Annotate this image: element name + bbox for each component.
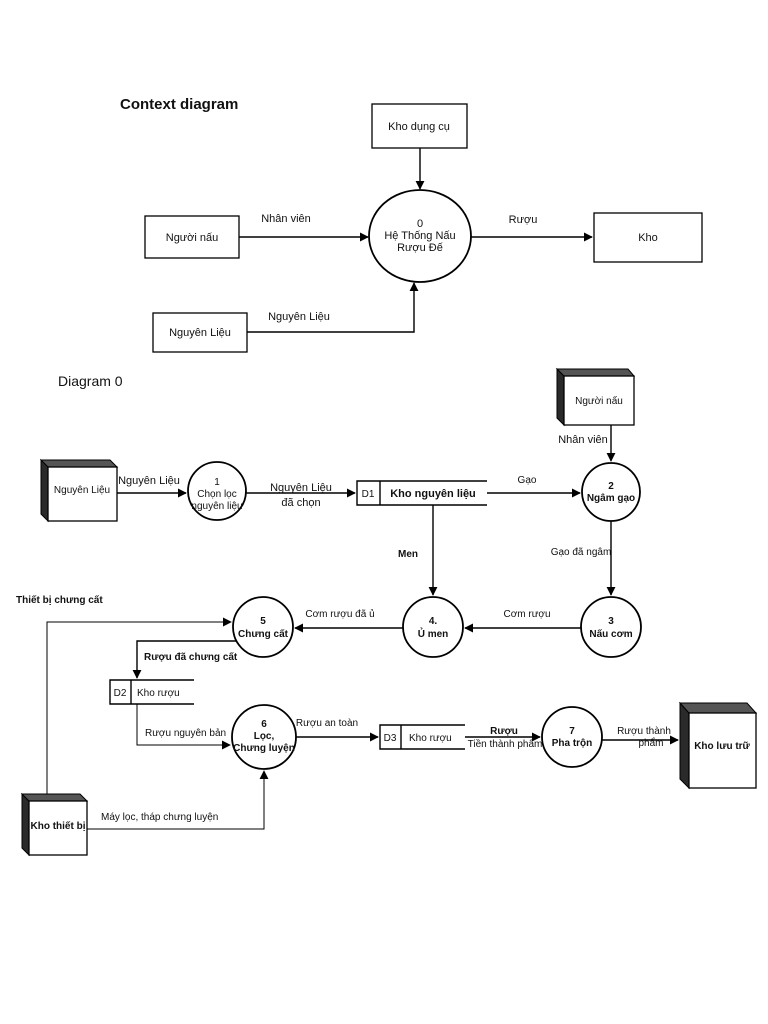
- svg-text:Người nấu: Người nấu: [575, 395, 623, 407]
- svg-text:Kho rượu: Kho rượu: [137, 688, 180, 699]
- entity-nguyen-lieu: Nguyên Liệu: [39, 458, 119, 523]
- flow-d0-thiet-bi-chung-cat-arrow: [46, 617, 232, 794]
- svg-text:Kho rượu: Kho rượu: [409, 733, 452, 744]
- flow-d0-com-ruou-label: Cơm rượu: [503, 609, 550, 620]
- process-5-chung-cat: 5 Chưng cất: [232, 596, 294, 658]
- flow-d0-ruou-da-chung-cat-label: Rượu đã chưng cất: [144, 651, 238, 663]
- svg-text:nguyên liệu: nguyên liệu: [191, 501, 242, 512]
- process-2-ngam-gao: 2 Ngâm gạo: [581, 462, 641, 522]
- svg-text:Chưng cất: Chưng cất: [238, 628, 289, 640]
- svg-text:Kho dụng cụ: Kho dụng cụ: [388, 121, 450, 133]
- svg-text:2: 2: [608, 481, 614, 492]
- svg-text:Ngâm gạo: Ngâm gạo: [587, 493, 635, 504]
- entity-kho-thiet-bi: Kho thiết bị: [20, 792, 89, 857]
- flow-nhan-vien-label: Nhân viên: [261, 213, 311, 225]
- flow-d0-ruou-tien-thanh-pham-label-2: Tiền thành phẩm: [468, 738, 543, 750]
- svg-text:3: 3: [608, 616, 614, 627]
- flow-d0-nguyen-lieu-da-chon-label-1: Nguyên Liệu: [270, 482, 332, 494]
- flow-d0-gao-da-ngam-label: Gạo đã ngâm: [551, 547, 612, 558]
- store-d3-kho-ruou: D3 Kho rượu: [379, 724, 465, 750]
- flow-d0-gao-label: Gạo: [518, 475, 537, 486]
- svg-text:Nguyên Liệu: Nguyên Liệu: [169, 327, 231, 339]
- svg-text:Người nấu: Người nấu: [166, 232, 219, 244]
- context-entity-nguoi-nau: Người nấu: [144, 215, 240, 259]
- context-entity-nguyen-lieu: Nguyên Liệu: [152, 312, 248, 353]
- flow-d0-ruou-thanh-pham-label-1: Rượu thành: [617, 726, 671, 737]
- svg-text:Kho lưu trữ: Kho lưu trữ: [694, 741, 750, 752]
- entity-kho-luu-tru: Kho lưu trữ: [678, 701, 758, 790]
- svg-text:D1: D1: [362, 489, 375, 500]
- flow-d0-ruou-nguyen-ban-arrow: [136, 704, 231, 750]
- svg-text:Pha trộn: Pha trộn: [552, 738, 593, 749]
- flow-nguyen-lieu-arrow: [247, 282, 419, 333]
- process-4-u-men: 4. Ủ men: [402, 596, 464, 658]
- context-entity-kho: Kho: [593, 212, 703, 263]
- svg-text:Ủ men: Ủ men: [418, 627, 449, 640]
- svg-text:Lọc,: Lọc,: [254, 731, 275, 742]
- svg-text:1: 1: [214, 477, 220, 488]
- flow-d0-nguyen-lieu-label: Nguyên Liệu: [118, 475, 180, 487]
- flow-ruou-label: Rượu: [509, 214, 538, 226]
- context-title: Context diagram: [120, 96, 238, 113]
- svg-text:D2: D2: [114, 688, 127, 699]
- svg-text:Kho: Kho: [638, 232, 658, 244]
- process-7-pha-tron: 7 Pha trộn: [541, 706, 603, 768]
- svg-text:Rượu Đế: Rượu Đế: [397, 242, 443, 254]
- flow-d0-ruou-an-toan-label: Rượu an toàn: [296, 718, 358, 729]
- store-d2-kho-ruou: D2 Kho rượu: [109, 679, 194, 705]
- svg-text:Chưng luyện: Chưng luyện: [233, 743, 295, 754]
- svg-text:Nguyên Liệu: Nguyên Liệu: [54, 485, 110, 496]
- flow-d0-ruou-tien-thanh-pham-label-1: Rượu: [490, 726, 518, 737]
- svg-text:7: 7: [569, 726, 575, 737]
- svg-text:0: 0: [417, 218, 423, 230]
- flow-d0-ruou-nguyen-ban-label: Rượu nguyên bản: [145, 728, 226, 739]
- flow-d0-nhan-vien-label: Nhân viên: [558, 434, 608, 446]
- process-1-chon-loc: 1 Chọn lọc nguyên liệu: [187, 461, 247, 521]
- context-entity-kho-dung-cu: Kho dụng cụ: [371, 103, 468, 149]
- flow-d0-may-loc-arrow: [87, 770, 269, 830]
- process-3-nau-com: 3 Nấu cơm: [580, 596, 642, 658]
- flow-d0-ruou-da-chung-cat-arrow: [132, 640, 236, 679]
- diagram0-title: Diagram 0: [58, 373, 123, 389]
- flow-d0-com-ruou-da-u-label: Cơm rượu đã ủ: [305, 608, 374, 620]
- flow-d0-nguyen-lieu-da-chon-label-2: đã chọn: [281, 497, 320, 509]
- svg-text:4.: 4.: [429, 616, 438, 627]
- svg-text:Kho thiết bị: Kho thiết bị: [31, 820, 86, 832]
- flow-d0-thiet-bi-chung-cat-label: Thiết bị chưng cất: [16, 594, 103, 606]
- svg-text:D3: D3: [384, 733, 397, 744]
- svg-text:Kho nguyên liệu: Kho nguyên liệu: [390, 488, 476, 500]
- svg-text:5: 5: [260, 616, 266, 627]
- flow-d0-may-loc-label: Máy lọc, tháp chưng luyện: [101, 812, 218, 823]
- svg-text:Nấu cơm: Nấu cơm: [589, 628, 632, 640]
- flow-d0-men-label: Men: [398, 549, 418, 560]
- process-6-loc-chung-luyen: 6 Lọc, Chưng luyện: [231, 704, 297, 770]
- context-process-he-thong: 0 Hệ Thống Nấu Rượu Đế: [368, 189, 472, 283]
- flow-nguyen-lieu-label: Nguyên Liệu: [268, 311, 330, 323]
- svg-text:6: 6: [261, 719, 267, 730]
- flow-d0-ruou-thanh-pham-label-2: phẩm: [638, 737, 663, 749]
- svg-text:Hệ Thống Nấu: Hệ Thống Nấu: [384, 230, 455, 242]
- entity-nguoi-nau: Người nấu: [555, 367, 636, 427]
- svg-text:Chọn lọc: Chọn lọc: [197, 489, 236, 500]
- store-d1-kho-nguyen-lieu: D1 Kho nguyên liệu: [356, 480, 487, 506]
